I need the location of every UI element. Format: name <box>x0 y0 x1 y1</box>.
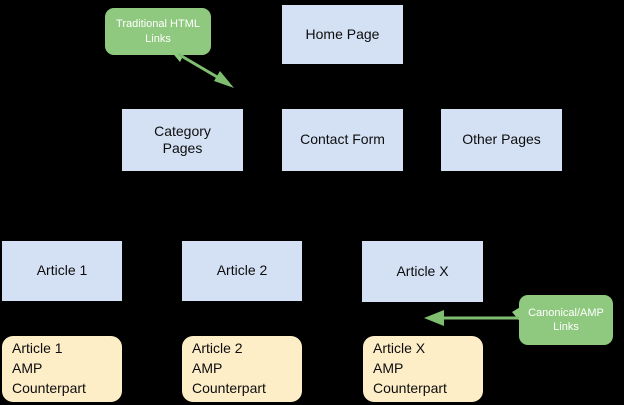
node-article-1-amp-line1: Article 1 <box>12 340 63 357</box>
node-article-1-amp-line3: Counterpart <box>12 379 86 396</box>
node-home-page[interactable]: Home Page <box>282 5 403 64</box>
node-article-1-amp-line2: AMP <box>12 360 43 377</box>
callout-canonical-amp-links-line2: Links <box>553 321 579 333</box>
node-article-2-amp-line2: AMP <box>192 360 223 377</box>
node-article-2-amp-line3: Counterpart <box>192 379 266 396</box>
node-article-x-label: Article X <box>396 262 449 279</box>
node-article-x-amp-line1: Article X <box>373 340 426 357</box>
node-article-2[interactable]: Article 2 <box>182 241 302 301</box>
node-article-x[interactable]: Article X <box>362 241 483 302</box>
node-category-pages[interactable]: Category Pages <box>122 109 243 171</box>
canonical-amp-links-arrow-head <box>424 310 444 326</box>
node-article-2-amp[interactable]: Article 2 AMP Counterpart <box>182 336 302 402</box>
traditional-html-links-arrow-line <box>177 52 225 83</box>
node-article-2-amp-line1: Article 2 <box>192 340 243 357</box>
node-other-pages[interactable]: Other Pages <box>441 109 562 171</box>
callout-traditional-html-links-line1: Traditional HTML <box>116 18 200 31</box>
callout-traditional-html-links-line2: Links <box>145 32 171 45</box>
node-article-x-amp-line2: AMP <box>373 360 404 377</box>
node-article-x-amp[interactable]: Article X AMP Counterpart <box>363 336 483 402</box>
node-article-x-amp-line3: Counterpart <box>373 379 447 396</box>
traditional-html-links-arrow-head <box>214 71 234 88</box>
node-contact-form-label: Contact Form <box>300 131 385 148</box>
callout-traditional-html-links[interactable]: Traditional HTML Links <box>105 8 211 55</box>
callout-canonical-amp-links[interactable]: Canonical/AMP Links <box>519 295 613 345</box>
callout-canonical-amp-links-line1: Canonical/AMP <box>528 306 604 319</box>
node-article-1-amp[interactable]: Article 1 AMP Counterpart <box>2 336 122 402</box>
node-category-pages-line2: Pages <box>162 140 203 156</box>
node-other-pages-label: Other Pages <box>462 131 541 148</box>
node-category-pages-line1: Category <box>154 122 211 139</box>
node-article-2-label: Article 2 <box>216 262 268 279</box>
node-contact-form[interactable]: Contact Form <box>282 109 403 171</box>
node-article-1-label: Article 1 <box>36 262 88 279</box>
node-home-page-label: Home Page <box>305 25 380 42</box>
node-article-1[interactable]: Article 1 <box>2 241 122 301</box>
